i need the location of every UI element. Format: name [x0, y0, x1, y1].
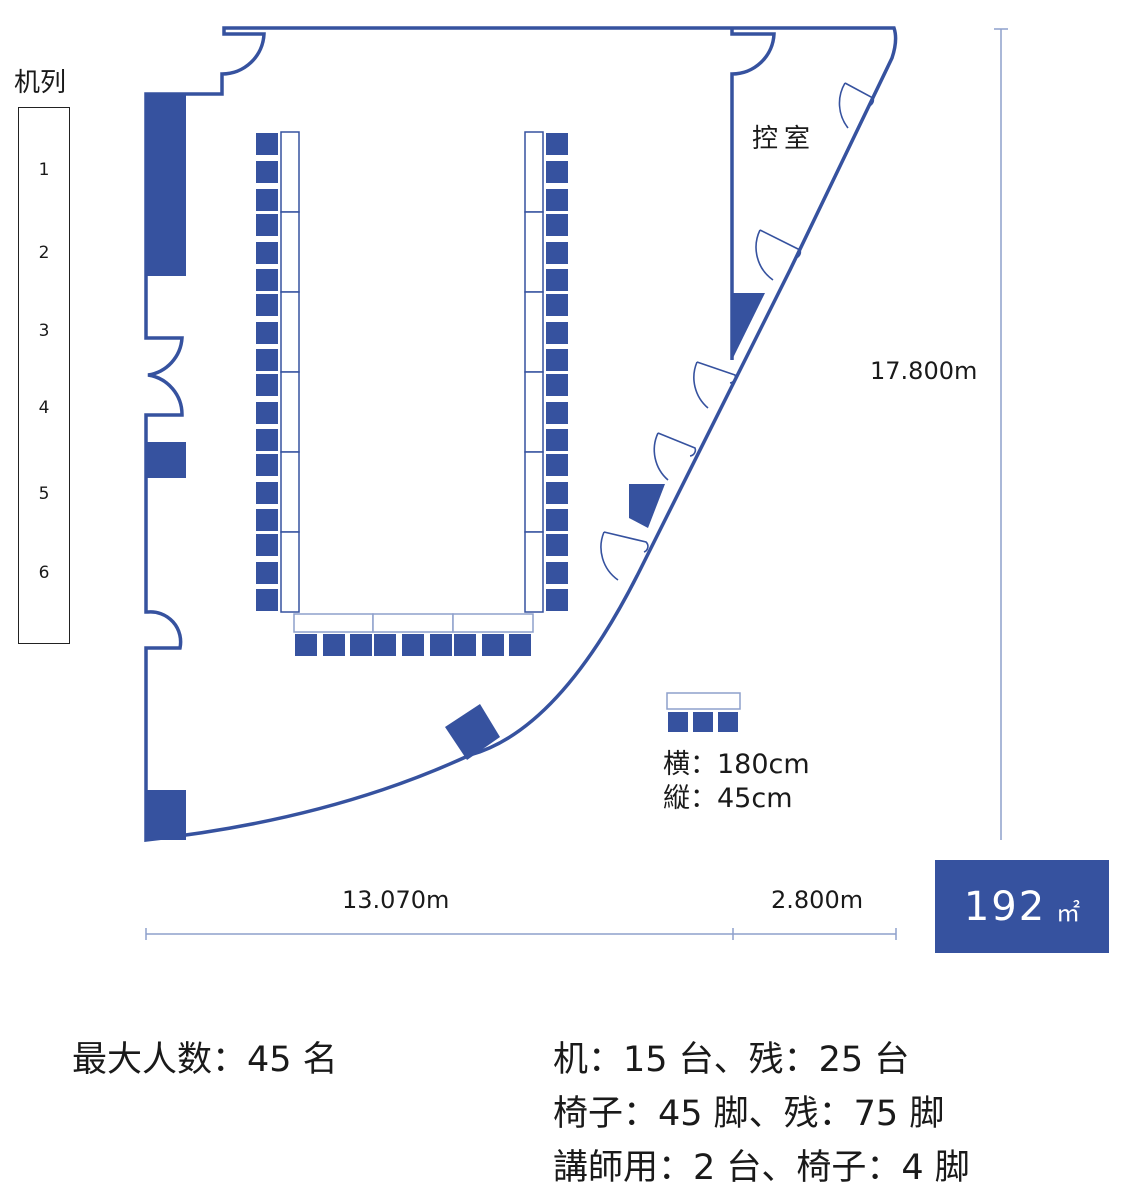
door-icon: [600, 531, 649, 581]
left-tables: [280, 131, 300, 613]
legend-title: 机列: [14, 68, 67, 98]
column-4: [732, 293, 765, 360]
area-badge: 192 ㎡: [935, 860, 1109, 953]
table-spec: 横：180cm 縦：45cm: [663, 748, 810, 816]
height-dimension-label: 17.800m: [870, 357, 978, 385]
lecturer-summary: 講師用：2 台、椅子：4 脚: [553, 1148, 970, 1188]
width-main-dimension-label: 13.070m: [342, 886, 450, 914]
column-5: [629, 484, 665, 528]
legend-row-6: 6: [38, 563, 50, 583]
column-3: [146, 790, 186, 840]
column-6: [445, 704, 500, 760]
left-chairs: [256, 133, 278, 611]
legend-row-box: 1 2 3 4 5 6: [18, 107, 70, 644]
table-spec-icon: [666, 692, 741, 732]
legend-row-1: 1: [38, 160, 50, 180]
door-icon: [693, 361, 737, 409]
bottom-row-seating: [293, 613, 534, 656]
diagonal-doors: [600, 82, 875, 581]
right-chairs: [546, 133, 568, 611]
equipment-summary: 机：15 台、残：25 台 椅子：45 脚、残：75 脚 講師用：2 台、椅子：…: [553, 1033, 970, 1195]
column-2: [146, 442, 186, 478]
bottom-tables: [293, 613, 534, 633]
partition-wall: [730, 28, 776, 360]
dimension-lines: [145, 28, 1008, 940]
area-unit: ㎡: [1056, 899, 1081, 927]
chairs-summary: 椅子：45 脚、残：75 脚: [553, 1094, 945, 1134]
column-1: [146, 94, 186, 276]
right-column-seating: [524, 131, 568, 613]
door-icon: [653, 432, 697, 481]
table-width-spec: 横：180cm: [663, 749, 810, 780]
legend-row-3: 3: [38, 321, 50, 341]
door-icon: [755, 229, 802, 281]
door-icon: [838, 82, 875, 129]
area-value: 192: [963, 883, 1047, 930]
bottom-chairs: [295, 634, 531, 656]
table-depth-spec: 縦：45cm: [663, 783, 793, 814]
max-people: 最大人数：45 名: [72, 1040, 338, 1080]
left-column-seating: [256, 131, 300, 613]
desks-summary: 机：15 台、残：25 台: [553, 1040, 910, 1080]
legend-row-2: 2: [38, 243, 50, 263]
legend-row-5: 5: [38, 484, 50, 504]
columns: [146, 94, 765, 840]
right-tables: [524, 131, 544, 613]
width-extra-dimension-label: 2.800m: [771, 886, 864, 914]
control-room-label: 控室: [752, 124, 817, 154]
legend-row-4: 4: [38, 398, 50, 418]
